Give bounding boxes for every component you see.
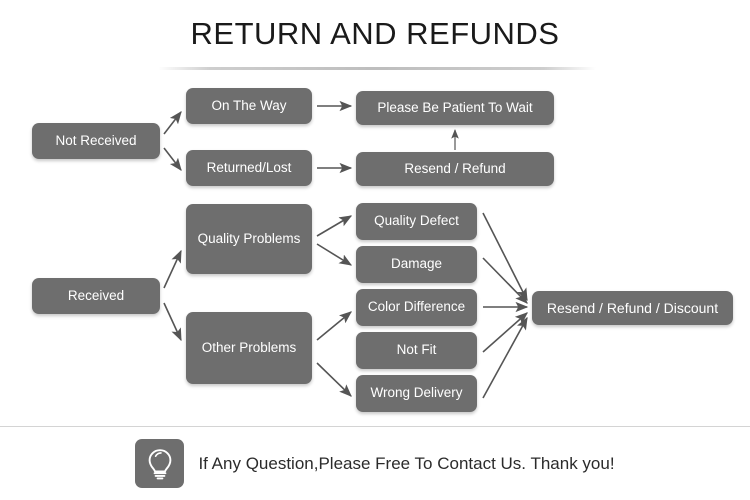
node-resend-refund-discount[interactable]: Resend / Refund / Discount [532,291,733,325]
flowchart: Not Received On The Way Returned/Lost Pl… [32,88,733,412]
edge-damage-to-final [482,257,528,304]
node-resend-refund[interactable]: Resend / Refund [356,152,554,186]
edge-quality-problems-to-quality-defect [316,215,353,237]
node-returned-lost[interactable]: Returned/Lost [186,150,312,186]
node-quality-problems[interactable]: Quality Problems [186,204,312,274]
node-other-problems[interactable]: Other Problems [186,312,312,384]
node-damage[interactable]: Damage [356,246,477,283]
node-quality-defect[interactable]: Quality Defect [356,203,477,240]
edge-quality-defect-to-final [482,212,528,302]
edge-not-fit-to-final [482,312,528,353]
node-received[interactable]: Received [32,278,160,314]
node-color-difference[interactable]: Color Difference [356,289,477,326]
edge-received-to-quality-problems [163,249,182,289]
node-wrong-delivery[interactable]: Wrong Delivery [356,375,477,412]
lightbulb-glyph [148,448,172,479]
edge-other-problems-to-color-difference [316,311,352,341]
footer-divider [0,426,750,427]
lightbulb-icon [135,439,185,488]
node-on-the-way[interactable]: On The Way [186,88,312,124]
footer: If Any Question,Please Free To Contact U… [0,427,750,500]
edge-other-problems-to-wrong-delivery [316,362,352,397]
node-please-be-patient-to-wait[interactable]: Please Be Patient To Wait [356,91,554,125]
edge-wrong-delivery-to-final [482,316,528,399]
flowchart-arrow-layer [163,100,529,399]
edge-received-to-other-problems [163,302,182,342]
edge-not-received-to-returned-lost [163,147,182,172]
page-title: RETURN AND REFUNDS [190,16,560,51]
edge-not-received-to-on-the-way [163,110,182,135]
title-divider [158,67,596,70]
node-not-received[interactable]: Not Received [32,123,160,159]
edge-quality-problems-to-damage [316,243,353,266]
node-not-fit[interactable]: Not Fit [356,332,477,369]
footer-text: If Any Question,Please Free To Contact U… [198,453,615,473]
